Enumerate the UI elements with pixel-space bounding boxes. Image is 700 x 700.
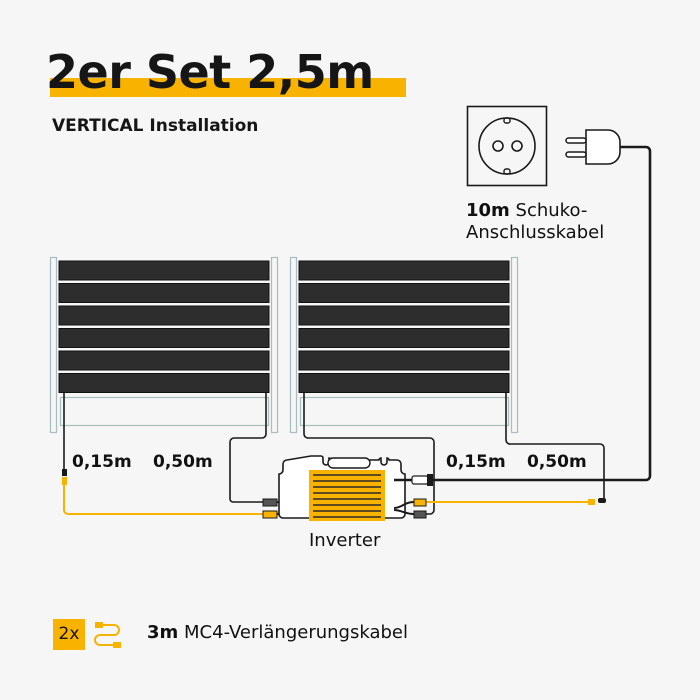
inverter-label: Inverter: [309, 530, 381, 551]
schuko-plug-icon: [565, 129, 621, 165]
left-solar-panel: [49, 256, 279, 434]
schuko-cable-name-1: Schuko-: [515, 200, 588, 221]
left-extension-cable: [63, 485, 263, 515]
schuko-cable: [432, 145, 652, 482]
subtitle: VERTICAL Installation: [52, 116, 259, 136]
accessory-label: 3m MC4-Verlängerungskabel: [147, 622, 408, 643]
title-highlight: [50, 78, 406, 97]
title-block: 2er Set 2,5m: [46, 44, 406, 100]
left-short-cable-label: 0,15m: [72, 452, 132, 472]
inverter-icon: [278, 455, 406, 521]
schuko-cable-name-2: Anschlusskabel: [466, 222, 605, 243]
right-mc4-connectors: [393, 498, 427, 519]
accessory-length: 3m: [147, 622, 179, 643]
schuko-socket-icon: [466, 105, 548, 187]
extension-cable-icon: [94, 622, 121, 648]
right-long-cable-label: 0,50m: [527, 452, 587, 472]
right-panel-short-cable: [505, 393, 605, 498]
left-long-cable-label: 0,50m: [153, 452, 213, 472]
schuko-cable-label: 10m Schuko- Anschlusskabel: [466, 200, 604, 244]
page-title: 2er Set 2,5m: [46, 45, 374, 99]
accessory-name: MC4-Verlängerungskabel: [184, 622, 408, 643]
quantity-badge: 2x: [53, 619, 85, 650]
inverter-ac-connector: [394, 474, 433, 486]
right-solar-panel: [289, 256, 519, 434]
right-short-cable-label: 0,15m: [446, 452, 506, 472]
left-panel-long-cable: [229, 393, 267, 503]
schuko-cable-length: 10m: [466, 200, 510, 221]
right-panel-long-cable: [303, 393, 435, 515]
